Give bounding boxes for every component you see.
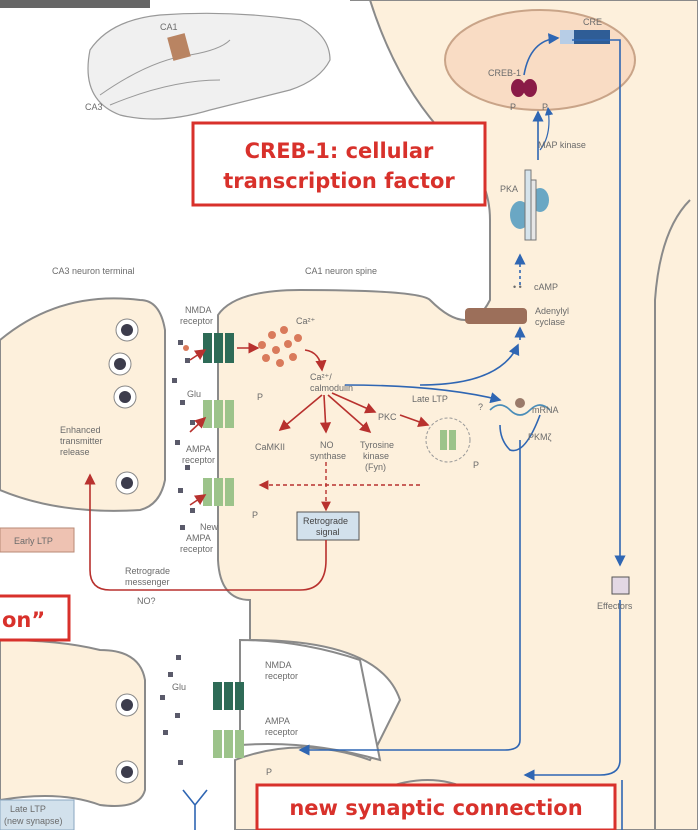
nmda-lower-label-2: receptor (265, 671, 298, 681)
question-label: ? (478, 402, 483, 412)
late-ltp-box-label-1: Late LTP (10, 804, 46, 814)
new-ampa-receptor (203, 478, 234, 506)
enhanced-label-1: Enhanced (60, 425, 101, 435)
ampa-lower-label-2: receptor (265, 727, 298, 737)
pka-complex (510, 169, 549, 241)
retrograde-messenger-label-1: Retrograde (125, 566, 170, 576)
ca1-label: CA1 (160, 22, 178, 32)
calmodulin-label-2: calmodulin (310, 383, 353, 393)
early-ltp-box (0, 527, 75, 553)
glutamate-molecules-lower (160, 655, 183, 765)
retrograde-signal-label-2: signal (316, 527, 340, 537)
ampa-lower-label-1: AMPA (265, 716, 290, 726)
creb1-label: CREB-1 (488, 68, 521, 78)
ampa-label-1: AMPA (186, 444, 211, 454)
hippocampus-inset (0, 0, 331, 120)
early-ltp-label: Early LTP (14, 536, 53, 546)
nmda-label-1: NMDA (185, 305, 212, 315)
synaptic-vesicles-lower (115, 693, 139, 784)
p-left-label: P (510, 102, 516, 112)
partial-callout-box (0, 594, 71, 642)
camp-label: cAMP (534, 282, 558, 292)
pkc-label: PKC (378, 412, 397, 422)
new-label-2: AMPA (186, 533, 211, 543)
mrna-label: mRNA (532, 405, 559, 415)
p1-label: P (257, 392, 263, 402)
new-label-3: receptor (180, 544, 213, 554)
nmda-lower-label-1: NMDA (265, 660, 292, 670)
ampa-label-2: receptor (182, 455, 215, 465)
receptor-vesicle (425, 417, 471, 463)
tyrosine-label-1: Tyrosine (360, 440, 394, 450)
adenylyl-cyclase (465, 308, 527, 324)
p2-label: P (252, 510, 258, 520)
late-ltp-box-label-2: (new synapse) (4, 816, 63, 826)
ampa-receptor-upper (203, 400, 234, 428)
creb1-callout-box (191, 121, 487, 207)
nmda-label-2: receptor (180, 316, 213, 326)
synaptic-vesicles-upper (108, 318, 139, 495)
ca3-terminal-upper (0, 297, 166, 512)
effectors-label: Effectors (597, 601, 633, 611)
ca2-label: Ca²⁺ (296, 316, 316, 326)
p-right-label: P (542, 102, 548, 112)
retrograde-messenger-label-2: messenger (125, 577, 170, 587)
nucleus (444, 9, 636, 111)
no-synthase-label-1: NO (320, 440, 334, 450)
adenylyl-label-1: Adenylyl (535, 306, 569, 316)
enhanced-label-3: release (60, 447, 90, 457)
tyrosine-label-2: kinase (363, 451, 389, 461)
partial-callout-text: on” (2, 608, 45, 632)
nmda-receptor-upper (203, 333, 234, 363)
tyrosine-label-3: (Fyn) (365, 462, 386, 472)
camp-dots: • • (513, 282, 522, 292)
late-ltp-label: Late LTP (412, 394, 448, 404)
ca1-spine-header: CA1 neuron spine (305, 266, 377, 276)
retrograde-signal-label-1: Retrograde (303, 516, 348, 526)
camkii-label: CaMKII (255, 442, 285, 452)
pka-label: PKA (500, 184, 518, 194)
new-synaptic-callout-text: new synaptic connection (289, 796, 582, 820)
new-synaptic-callout-box (255, 783, 617, 830)
map-kinase-label: MAP kinase (538, 140, 586, 150)
effectors-box (611, 576, 630, 595)
calcium-ions (258, 326, 302, 367)
adenylyl-label-2: cyclase (535, 317, 565, 327)
p3-label: P (473, 460, 479, 470)
ca3-label: CA3 (85, 102, 103, 112)
glutamate-molecules-upper (172, 340, 195, 530)
retrograde-signal-box (296, 511, 360, 541)
no-question-label: NO? (137, 596, 156, 606)
pkmz-label: PKMζ (528, 432, 552, 442)
ampa-receptor-lower (213, 730, 244, 758)
nmda-receptor-lower (213, 682, 244, 710)
creb1-callout-line-2: transcription factor (223, 169, 455, 193)
late-ltp-box (0, 799, 75, 830)
new-label-1: New (200, 522, 219, 532)
ca3-terminal-lower (0, 638, 146, 807)
creb1-protein (511, 79, 525, 97)
enhanced-label-2: transmitter (60, 436, 103, 446)
glu-lower-label: Glu (172, 682, 186, 692)
cre-label: CRE (583, 17, 602, 27)
calmodulin-label-1: Ca²⁺/ (310, 372, 332, 382)
no-synthase-label-2: synthase (310, 451, 346, 461)
creb1-callout-line-1: CREB-1: cellular (245, 139, 434, 163)
mrna-strand (489, 404, 551, 416)
ca3-terminal-header: CA3 neuron terminal (52, 266, 135, 276)
p-lower-label: P (266, 767, 272, 777)
glu-label: Glu (187, 389, 201, 399)
